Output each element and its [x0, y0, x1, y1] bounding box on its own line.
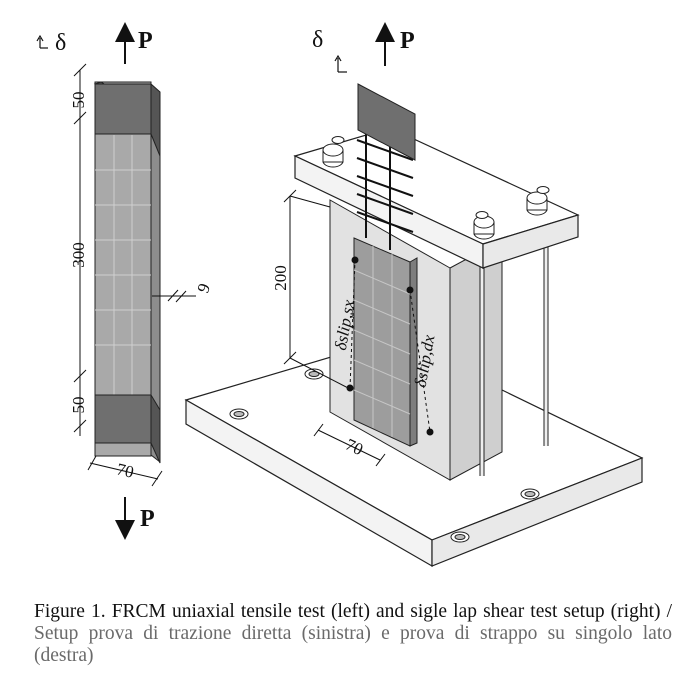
- tensile-specimen: [93, 81, 161, 464]
- figure-caption: Figure 1. FRCM uniaxial tensile test (le…: [34, 601, 672, 667]
- dim-top-tab-label: 50: [69, 92, 88, 109]
- caption-english: Figure 1. FRCM uniaxial tensile test (le…: [34, 601, 672, 622]
- shear-load-top: δ P: [312, 22, 415, 73]
- load-label-bottom-left: P: [140, 506, 155, 532]
- shear-dimension-lines: [283, 189, 386, 467]
- tensile-load-top: δ P: [36, 22, 153, 64]
- dim-length-label: 300: [69, 242, 88, 268]
- dim-bottom-tab-label: 50: [69, 397, 88, 414]
- figure-drawing: 50 300 50 70 9 δ P P: [36, 22, 644, 568]
- dim-thickness-label: 9: [193, 281, 214, 295]
- delta-symbol-left: δ: [55, 30, 66, 56]
- shear-setup: [184, 83, 644, 568]
- load-label-top-left: P: [138, 28, 153, 54]
- dim-width-right-label: 70: [343, 435, 366, 459]
- delta-symbol-right: δ: [312, 27, 323, 53]
- dim-width-label: 70: [115, 459, 136, 481]
- load-label-right: P: [400, 28, 415, 54]
- tensile-load-bottom: P: [115, 497, 155, 540]
- tensile-dimension-lines: [73, 63, 196, 487]
- dim-bonded-length-label: 200: [271, 265, 290, 291]
- caption-italian: Setup prova di trazione diretta (sinistr…: [34, 623, 672, 666]
